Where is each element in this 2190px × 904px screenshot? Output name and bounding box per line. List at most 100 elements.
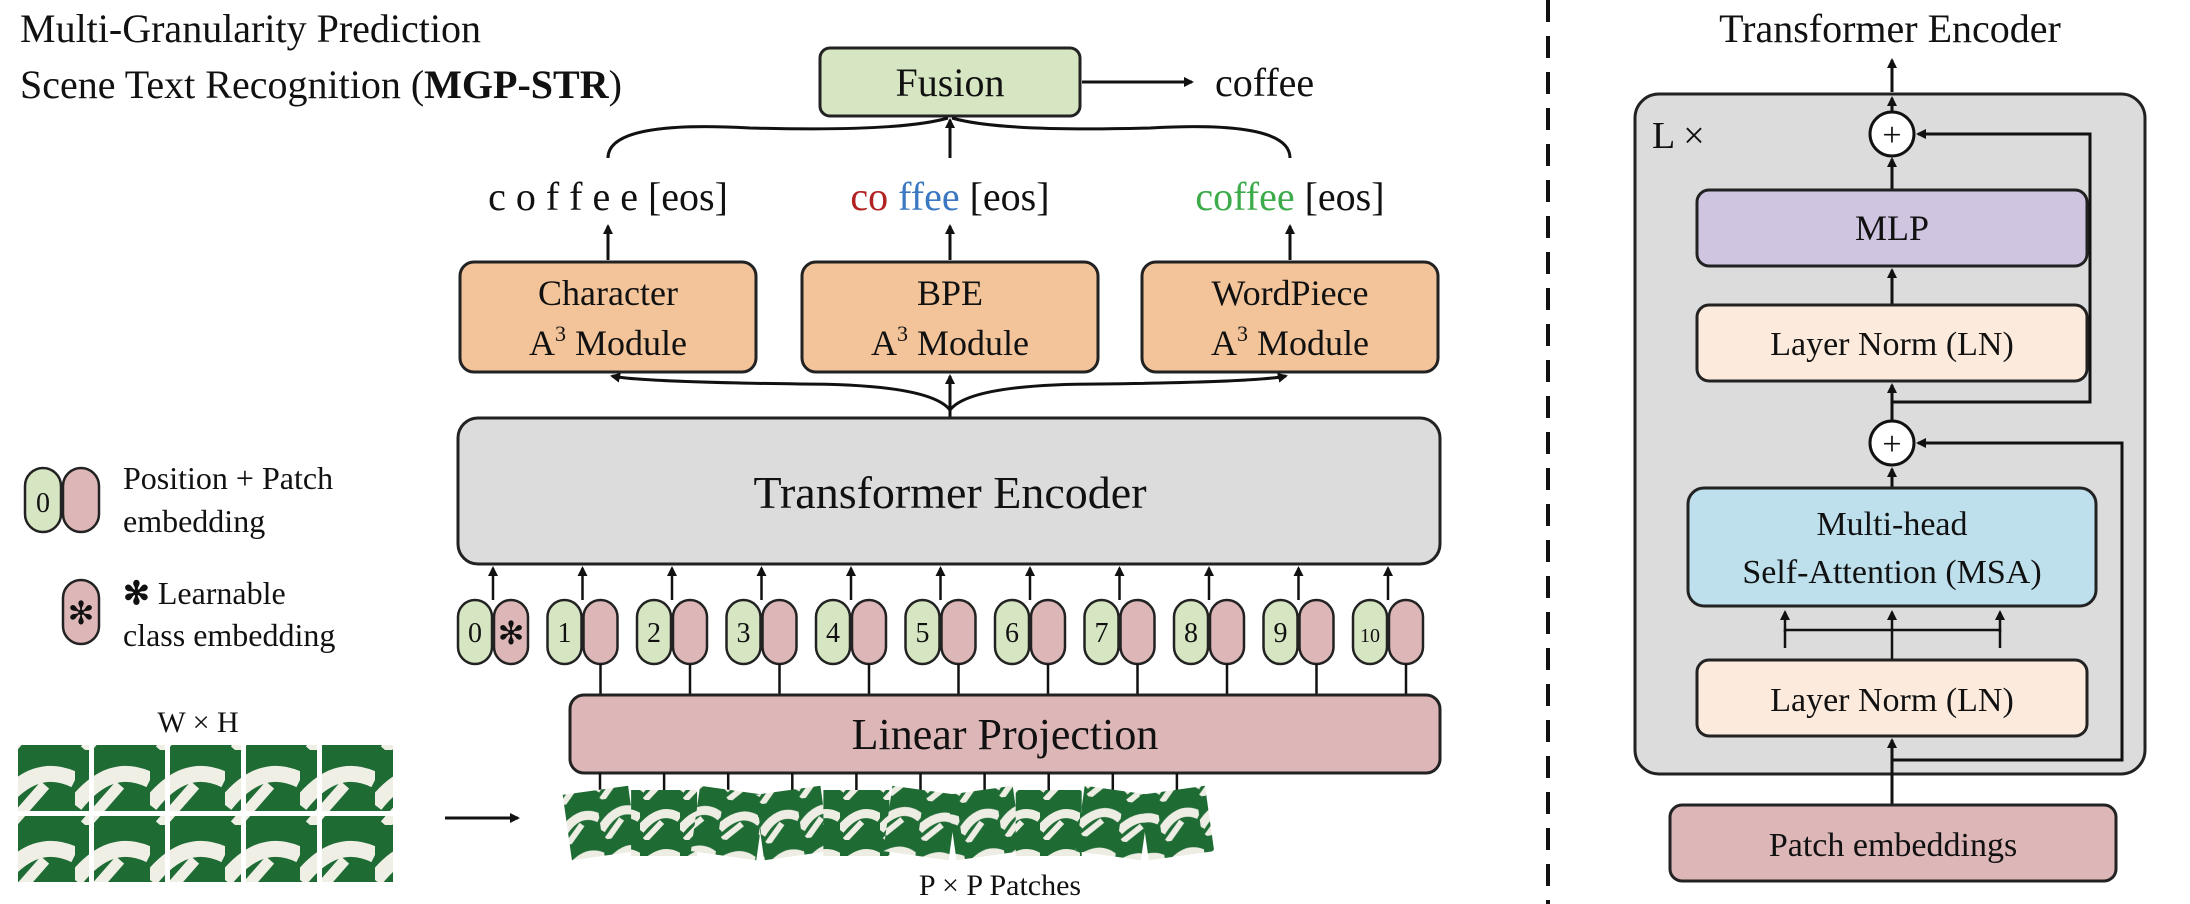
- token-index: 0: [468, 618, 482, 649]
- image-patch: [690, 785, 766, 861]
- patch-embeddings-label: Patch embeddings: [1769, 827, 2017, 864]
- token-position-pill: [456, 598, 494, 666]
- token-index: 3: [737, 618, 751, 649]
- wp-module-label: A3 Module: [1211, 321, 1369, 363]
- bpe-module-label: A3 Module: [871, 321, 1029, 363]
- token-index: 7: [1095, 618, 1109, 649]
- token-patch-pill: [1029, 598, 1067, 666]
- legend-pos-line2: embedding: [123, 503, 265, 539]
- token-position-pill: [1172, 598, 1210, 666]
- token-position-pill: [1351, 598, 1389, 666]
- token-patch-pill: [1119, 598, 1156, 666]
- patch-strip: [562, 785, 1215, 861]
- token-position-pill: [725, 598, 762, 666]
- msa-box: [1686, 486, 2098, 608]
- residual-add-top-symbol: +: [1882, 117, 1901, 154]
- token-index: 9: [1274, 618, 1288, 649]
- class-token-symbol: ✻: [498, 615, 525, 651]
- legend-class-symbol: ✻: [68, 595, 95, 631]
- image-patch: [755, 785, 830, 861]
- fusion-box: [818, 46, 1082, 118]
- token-index: 8: [1184, 618, 1198, 649]
- legend-position-number: 0: [36, 488, 50, 519]
- legend-cls-line1: ✻ Learnable: [123, 575, 286, 611]
- detail-title: Transformer Encoder: [1719, 6, 2061, 51]
- image-grid-cell: [18, 745, 89, 811]
- wp-to-fusion-arrow: [951, 116, 1292, 159]
- token-position-pill: [546, 598, 583, 666]
- token-index: 6: [1005, 618, 1019, 649]
- legend-patch-pill: [61, 466, 101, 534]
- layer-norm-bottom-label: Layer Norm (LN): [1770, 682, 2014, 719]
- token-position-pill: [1262, 598, 1299, 666]
- token-position-pill: [993, 598, 1031, 666]
- char-prediction: c o f f e e [eos]: [488, 174, 728, 219]
- char-module-label: A3 Module: [529, 321, 687, 363]
- token-index: 5: [916, 618, 930, 649]
- wp-module-box: [1140, 260, 1440, 374]
- mlp-box: [1695, 188, 2089, 268]
- input-image-grid: [18, 745, 393, 882]
- msa-line1: Multi-head: [1816, 506, 1967, 543]
- token-patch-pill: [671, 598, 709, 666]
- msa-line2: Self-Attention (MSA): [1742, 554, 2041, 591]
- bpe-module-box: [800, 260, 1100, 374]
- token-patch-pill: [850, 598, 888, 666]
- transformer-encoder-box: [456, 416, 1442, 566]
- image-grid-cell: [94, 745, 165, 811]
- residual-add-middle-symbol: +: [1882, 426, 1901, 463]
- repeat-label: L ×: [1652, 115, 1705, 157]
- encoder-to-char-arrow: [610, 372, 952, 411]
- token-patch-pill: [492, 598, 530, 666]
- image-grid-cell: [322, 745, 393, 811]
- image-patch: [883, 785, 958, 861]
- token-patch-pill: [1298, 598, 1335, 666]
- title-line2: Scene Text Recognition (MGP-STR): [20, 62, 622, 107]
- image-grid-cell: [322, 816, 393, 882]
- char-to-fusion-arrow: [606, 116, 949, 159]
- char-module-name: Character: [538, 273, 678, 313]
- transformer-encoder-label: Transformer Encoder: [753, 467, 1146, 518]
- bpe-prediction: co ffee [eos]: [850, 174, 1049, 219]
- image-grid-cell: [170, 745, 241, 811]
- token-position-pill: [1083, 598, 1120, 666]
- image-grid-cell: [18, 816, 89, 882]
- mlp-label: MLP: [1855, 208, 1929, 248]
- bpe-module-name: BPE: [917, 273, 983, 313]
- token-patch-pill: [1387, 598, 1425, 666]
- token-patch-pill: [761, 598, 798, 666]
- image-grid-cell: [246, 816, 317, 882]
- layer-norm-top-box: [1695, 303, 2089, 383]
- fusion-label: Fusion: [896, 60, 1005, 105]
- image-grid-cell: [170, 816, 241, 882]
- title-line1: Multi-Granularity Prediction: [20, 6, 481, 51]
- image-size-label: W × H: [157, 706, 238, 739]
- token-index: 1: [558, 618, 572, 649]
- legend-class-pill: [61, 578, 101, 646]
- token-index: 10: [1360, 625, 1380, 647]
- image-patch: [1015, 790, 1082, 856]
- encoder-to-wp-arrow: [948, 372, 1288, 411]
- image-grid-cell: [94, 816, 165, 882]
- token-index: 2: [647, 618, 661, 649]
- token-position-pill: [904, 598, 941, 666]
- patches-label: P × P Patches: [919, 869, 1081, 902]
- image-patch: [823, 790, 890, 856]
- patch-connector-lines: [598, 773, 1179, 790]
- patch-embeddings-box: [1668, 803, 2118, 883]
- token-index: 4: [826, 618, 840, 649]
- wp-module-name: WordPiece: [1211, 273, 1368, 313]
- image-patch: [947, 785, 1022, 861]
- token-embeddings: 0 ✻ 1 2 3 4 5 6 7 8 9 10: [456, 566, 1425, 695]
- residual-connection-top: [1892, 129, 2092, 404]
- linear-projection-box: [568, 693, 1442, 775]
- layer-norm-top-label: Layer Norm (LN): [1770, 326, 2014, 363]
- residual-connection-bottom: [1892, 438, 2124, 762]
- token-position-pill: [635, 598, 673, 666]
- legend-pos-line1: Position + Patch: [123, 460, 333, 496]
- token-position-pill: [814, 598, 852, 666]
- image-patch: [631, 790, 698, 856]
- residual-add-middle: [1868, 419, 1916, 467]
- legend-cls-line2: class embedding: [123, 617, 335, 653]
- char-module-box: [458, 260, 758, 374]
